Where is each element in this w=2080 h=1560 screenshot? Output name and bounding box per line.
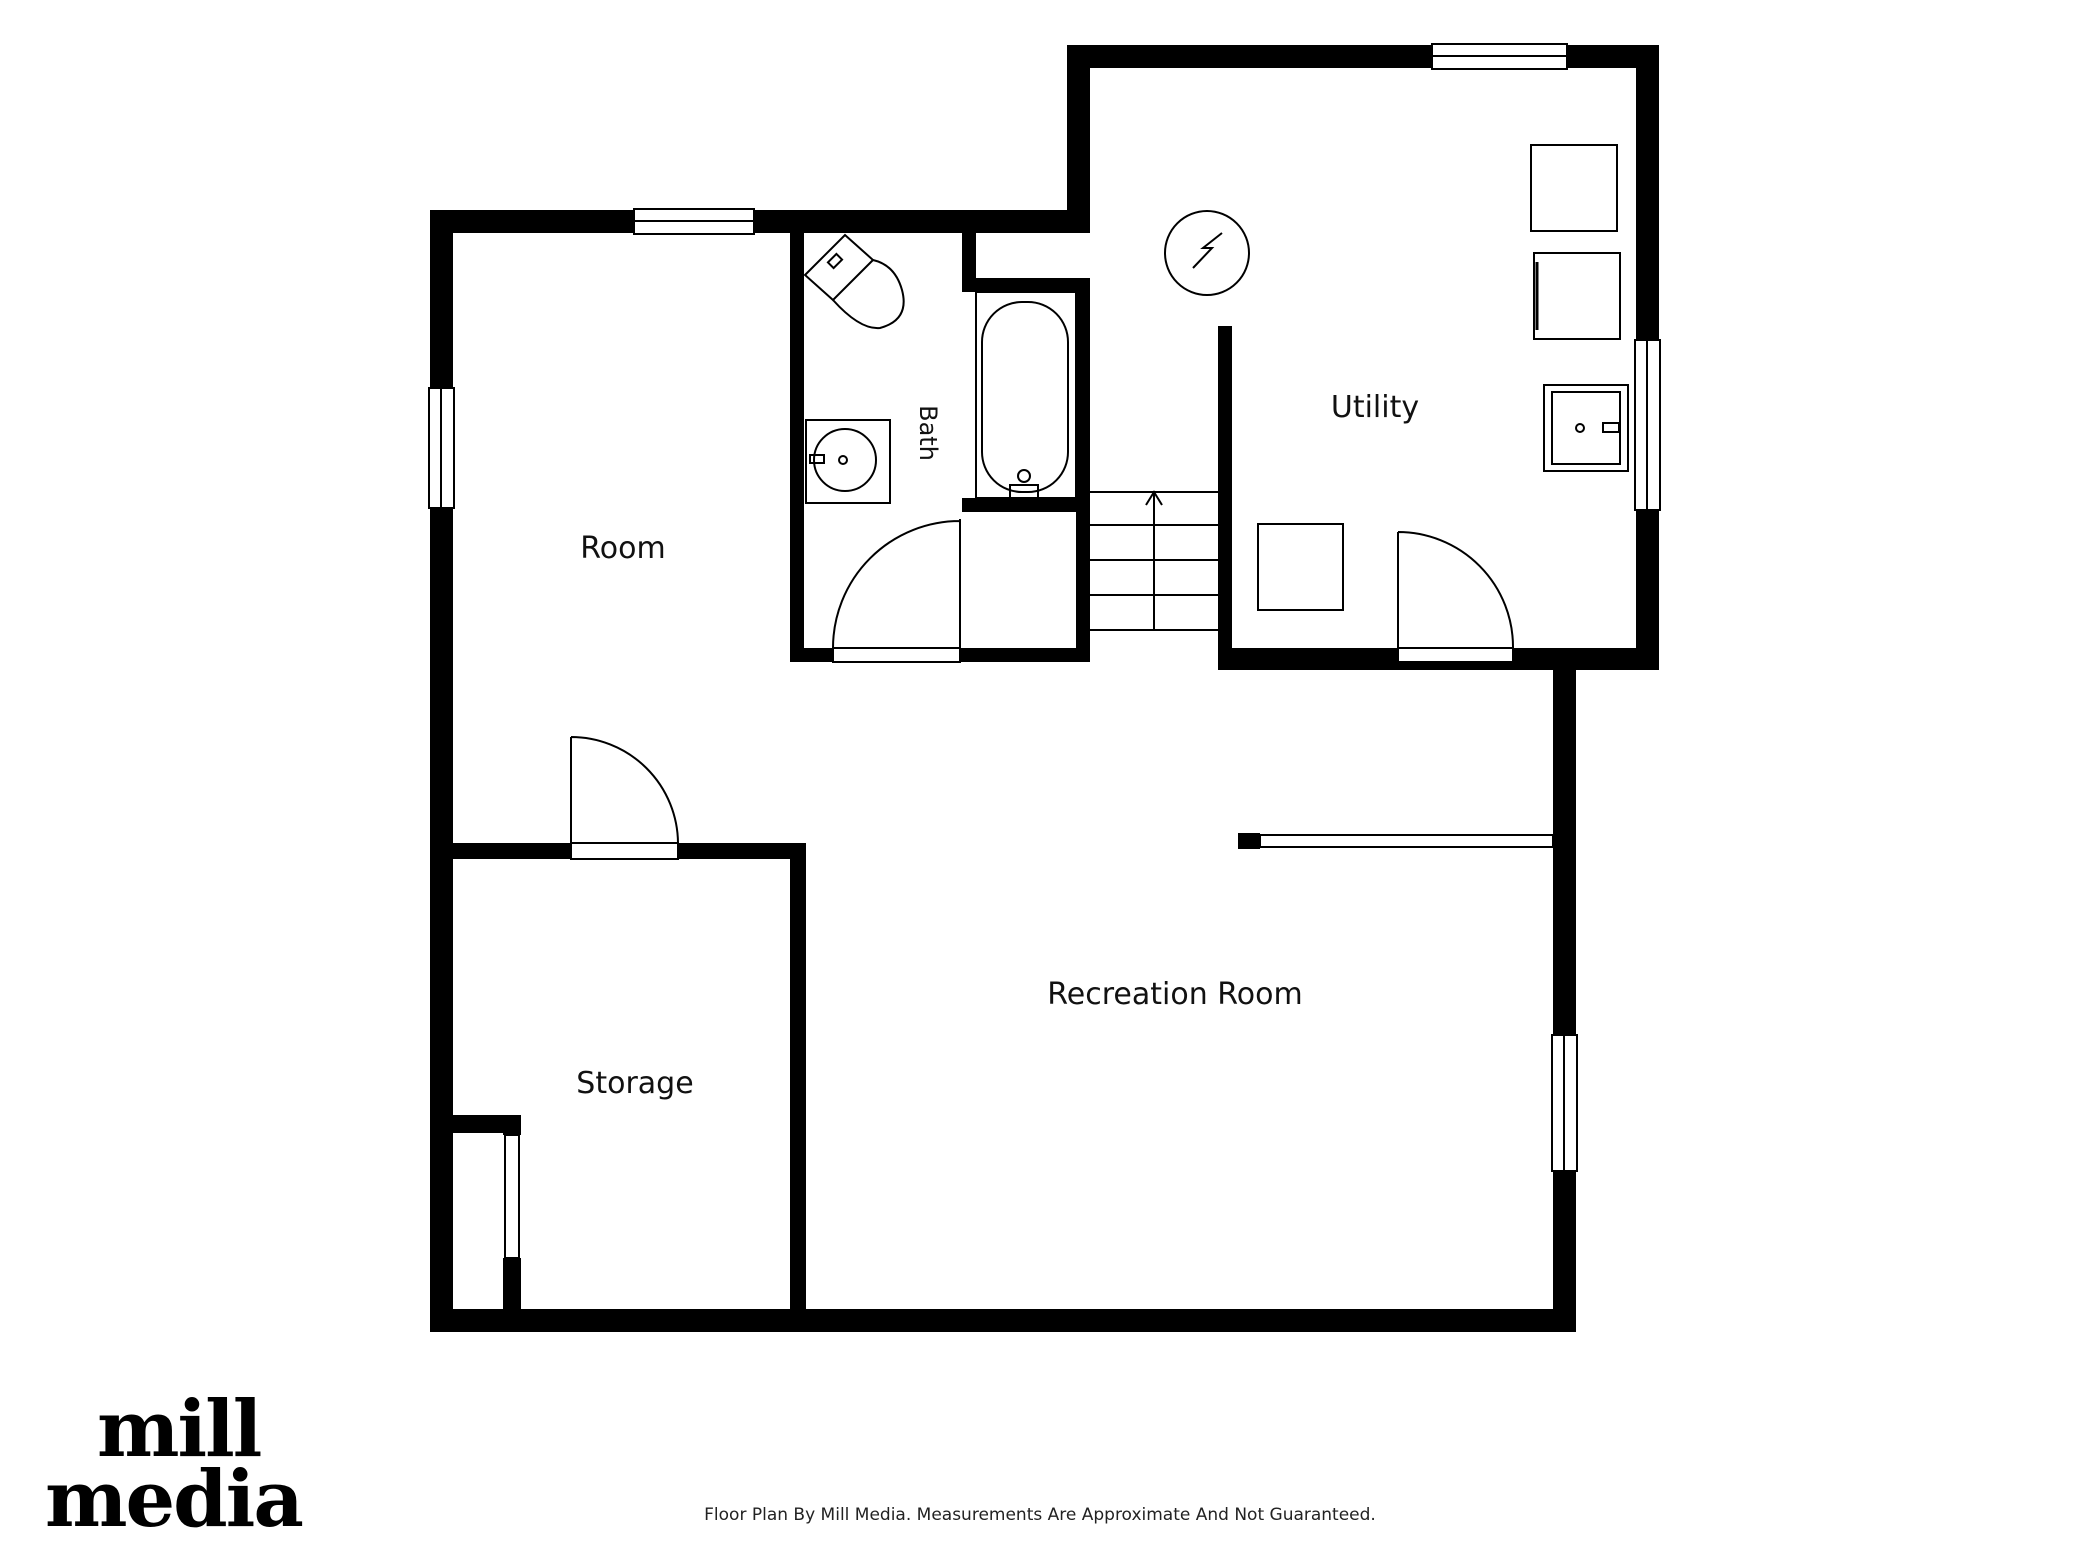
room-label-room: Room — [580, 531, 665, 566]
utility-fixtures — [1164, 144, 1629, 611]
mill-media-logo: mill media — [45, 1384, 304, 1546]
sink-icon — [805, 419, 891, 504]
windows — [428, 43, 1661, 1172]
bathroom-fixtures — [803, 233, 1077, 504]
footer-disclaimer: Floor Plan By Mill Media. Measurements A… — [704, 1505, 1376, 1525]
walls — [430, 45, 1659, 1332]
toilet-icon — [803, 233, 905, 330]
room-label-bath: Bath — [914, 405, 942, 461]
logo-line-1: mill — [97, 1384, 262, 1475]
electric-panel-icon — [1164, 210, 1250, 296]
logo-line-2: media — [45, 1454, 304, 1546]
room-labels: Room Bath Utility Recreation Room Storag… — [576, 390, 1419, 1101]
room-label-utility: Utility — [1331, 390, 1419, 425]
doors — [504, 519, 1554, 1259]
room-label-storage: Storage — [576, 1066, 693, 1101]
appliance-icon — [1257, 144, 1629, 611]
room-label-recreation: Recreation Room — [1047, 977, 1302, 1012]
bathtub-icon — [975, 291, 1077, 499]
stairs-icon — [1090, 490, 1218, 631]
